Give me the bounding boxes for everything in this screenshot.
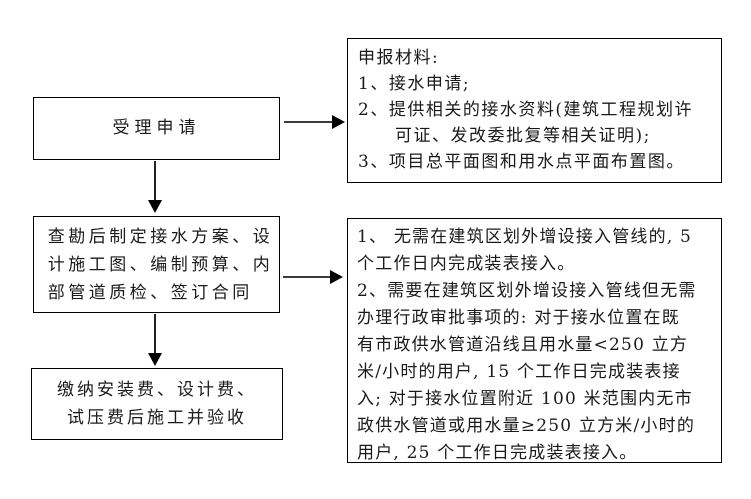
note-box-application-materials: 申报材料: 1、接水申请; 2、提供相关的接水资料(建筑工程规划许 可证、发改委… xyxy=(347,38,722,183)
flow-step-payment-construction-acceptance: 缴纳安装费、设计费、 试压费后施工并验收 xyxy=(31,368,283,440)
flow-step-survey-design-contract-label: 查勘后制定接水方案、设 计施工图、编制预算、内 部管道质检、签订合同 xyxy=(47,226,274,303)
arrow-down-icon xyxy=(148,353,162,366)
arrow-right-icon xyxy=(332,115,345,129)
arrow-line xyxy=(154,161,156,202)
note-box-completion-timelines: 1、 无需在建筑区划外增设接入管线的, 5 个工作日内完成装表接入。 2、需要在… xyxy=(347,218,722,463)
arrow-line xyxy=(283,276,331,278)
flow-step-survey-design-contract: 查勘后制定接水方案、设 计施工图、编制预算、内 部管道质检、签订合同 xyxy=(33,216,280,313)
flow-step-accept-application: 受理申请 xyxy=(33,97,280,160)
flow-step-accept-application-label: 受理申请 xyxy=(112,118,201,138)
arrow-line xyxy=(154,314,156,355)
arrow-right-icon xyxy=(330,270,343,284)
note-box-application-materials-text: 申报材料: 1、接水申请; 2、提供相关的接水资料(建筑工程规划许 可证、发改委… xyxy=(358,48,693,172)
flow-step-payment-construction-acceptance-label: 缴纳安装费、设计费、 试压费后施工并验收 xyxy=(57,380,257,428)
note-box-completion-timelines-text: 1、 无需在建筑区划外增设接入管线的, 5 个工作日内完成装表接入。 2、需要在… xyxy=(357,227,697,463)
arrow-down-icon xyxy=(148,200,162,213)
arrow-line xyxy=(284,121,333,123)
